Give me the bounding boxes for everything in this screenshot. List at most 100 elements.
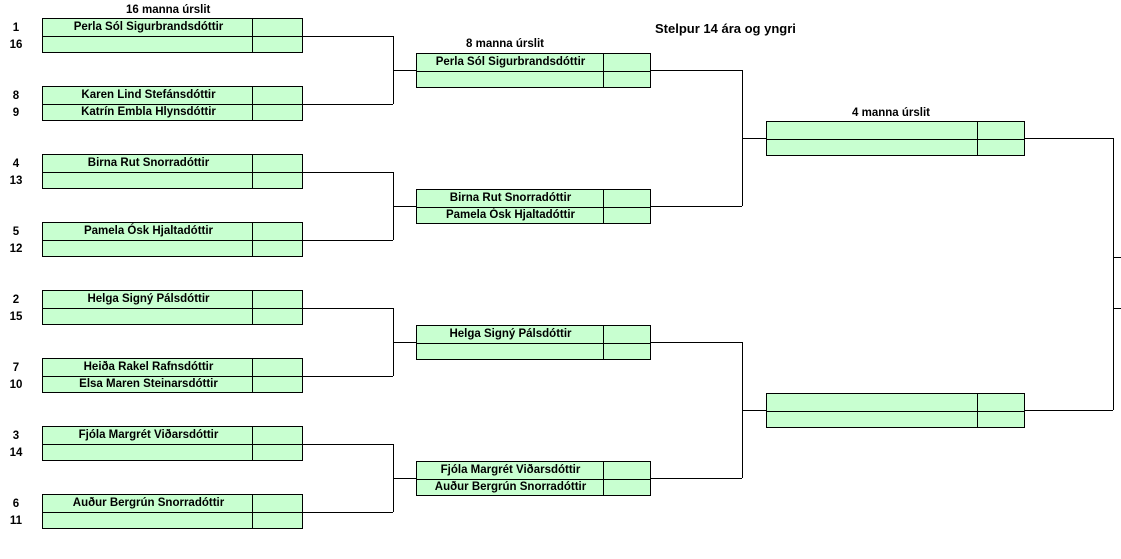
player-name: Perla Sól Sigurbrandsdóttir: [435, 56, 586, 68]
player-name: [767, 411, 978, 428]
slot-top[interactable]: Fjóla Margrét Viðarsdóttir: [417, 462, 650, 480]
score-cell[interactable]: [252, 19, 302, 36]
score-cell[interactable]: [252, 87, 302, 104]
match-r4-2: [766, 393, 1025, 428]
score-cell[interactable]: [977, 122, 1024, 139]
slot-top[interactable]: Fjóla Margrét Viðarsdóttir: [43, 427, 302, 445]
score-cell[interactable]: [603, 326, 650, 343]
score-cell[interactable]: [977, 411, 1024, 428]
score-cell[interactable]: [252, 308, 302, 325]
player-name: [767, 122, 978, 139]
score-cell[interactable]: [252, 291, 302, 308]
match-r8-1: Perla Sól Sigurbrandsdóttir: [416, 53, 651, 88]
connector-line: [742, 138, 766, 139]
slot-top[interactable]: Perla Sól Sigurbrandsdóttir: [43, 19, 302, 37]
connector-line: [651, 206, 742, 207]
match-r16-8: Auður Bergrún Snorradóttir: [42, 494, 303, 529]
slot-top[interactable]: [767, 122, 1024, 140]
slot-top[interactable]: Karen Lind Stefánsdóttir: [43, 87, 302, 105]
score-cell[interactable]: [252, 444, 302, 461]
score-cell[interactable]: [977, 139, 1024, 156]
score-cell[interactable]: [252, 359, 302, 376]
seed-number: 14: [9, 447, 23, 459]
connector-line: [742, 410, 766, 411]
seed-number: 2: [12, 294, 20, 306]
score-cell[interactable]: [252, 223, 302, 240]
seed-number: 16: [9, 39, 23, 51]
score-cell[interactable]: [252, 240, 302, 257]
slot-bottom[interactable]: Katrín Embla Hlynsdóttir: [43, 104, 302, 121]
player-name: Birna Rut Snorradóttir: [449, 192, 572, 204]
slot-bottom[interactable]: [767, 411, 1024, 428]
connector-line: [303, 308, 393, 309]
player-name: [43, 444, 254, 461]
player-name: [417, 343, 604, 360]
match-r16-2: Karen Lind Stefánsdóttir Katrín Embla Hl…: [42, 86, 303, 121]
player-name: [43, 308, 254, 325]
score-cell[interactable]: [603, 207, 650, 224]
connector-line: [393, 206, 416, 207]
score-cell[interactable]: [252, 155, 302, 172]
connector-line: [393, 70, 416, 71]
score-cell[interactable]: [603, 462, 650, 479]
score-cell[interactable]: [252, 104, 302, 121]
slot-top[interactable]: Pamela Ósk Hjaltadóttir: [43, 223, 302, 241]
score-cell[interactable]: [603, 190, 650, 207]
slot-top[interactable]: Auður Bergrún Snorradóttir: [43, 495, 302, 513]
score-cell[interactable]: [603, 54, 650, 71]
slot-top[interactable]: Helga Signý Pálsdóttir: [417, 326, 650, 344]
slot-bottom[interactable]: Elsa Maren Steinarsdóttir: [43, 376, 302, 393]
score-cell[interactable]: [252, 36, 302, 53]
seed-number: 12: [9, 243, 23, 255]
seed-number: 3: [12, 430, 20, 442]
score-cell[interactable]: [252, 512, 302, 529]
slot-bottom[interactable]: Pamela Ósk Hjaltadóttir: [417, 207, 650, 224]
player-name: [43, 240, 254, 257]
score-cell[interactable]: [603, 479, 650, 496]
slot-top[interactable]: Heiða Rakel Rafnsdóttir: [43, 359, 302, 377]
slot-bottom[interactable]: [43, 308, 302, 325]
score-cell[interactable]: [603, 343, 650, 360]
slot-bottom[interactable]: [43, 512, 302, 529]
slot-top[interactable]: Birna Rut Snorradóttir: [43, 155, 302, 173]
score-cell[interactable]: [252, 172, 302, 189]
score-cell[interactable]: [603, 71, 650, 88]
match-r8-4: Fjóla Margrét Viðarsdóttir Auður Bergrún…: [416, 461, 651, 496]
seed-number: 15: [9, 311, 23, 323]
bracket-title: Stelpur 14 ára og yngri: [655, 21, 796, 36]
slot-bottom[interactable]: [43, 36, 302, 53]
match-r16-1: Perla Sól Sigurbrandsdóttir: [42, 18, 303, 53]
score-cell[interactable]: [252, 495, 302, 512]
player-name: [767, 394, 978, 411]
player-name: Birna Rut Snorradóttir: [87, 157, 210, 169]
score-cell[interactable]: [252, 376, 302, 393]
slot-bottom[interactable]: [43, 444, 302, 461]
slot-top[interactable]: Helga Signý Pálsdóttir: [43, 291, 302, 309]
slot-bottom[interactable]: [767, 139, 1024, 156]
seed-number: 5: [12, 226, 20, 238]
match-r16-7: Fjóla Margrét Viðarsdóttir: [42, 426, 303, 461]
slot-bottom[interactable]: [417, 343, 650, 360]
connector-line: [651, 478, 742, 479]
slot-top[interactable]: Perla Sól Sigurbrandsdóttir: [417, 54, 650, 72]
slot-bottom[interactable]: [43, 240, 302, 257]
connector-line: [303, 104, 393, 105]
connector-line: [303, 376, 393, 377]
score-cell[interactable]: [252, 427, 302, 444]
slot-top[interactable]: [767, 394, 1024, 412]
player-name: Helga Signý Pálsdóttir: [449, 328, 572, 340]
slot-bottom[interactable]: [43, 172, 302, 189]
seed-number: 10: [9, 379, 23, 391]
player-name: [417, 71, 604, 88]
score-cell[interactable]: [977, 394, 1024, 411]
slot-top[interactable]: Birna Rut Snorradóttir: [417, 190, 650, 208]
slot-bottom[interactable]: Auður Bergrún Snorradóttir: [417, 479, 650, 496]
seed-number: 4: [12, 158, 20, 170]
connector-line: [1113, 308, 1121, 309]
seed-number: 7: [12, 362, 20, 374]
seed-number: 8: [12, 90, 20, 102]
seed-number: 6: [12, 498, 20, 510]
slot-bottom[interactable]: [417, 71, 650, 88]
match-r4-1: [766, 121, 1025, 156]
seed-number: 1: [12, 22, 20, 34]
